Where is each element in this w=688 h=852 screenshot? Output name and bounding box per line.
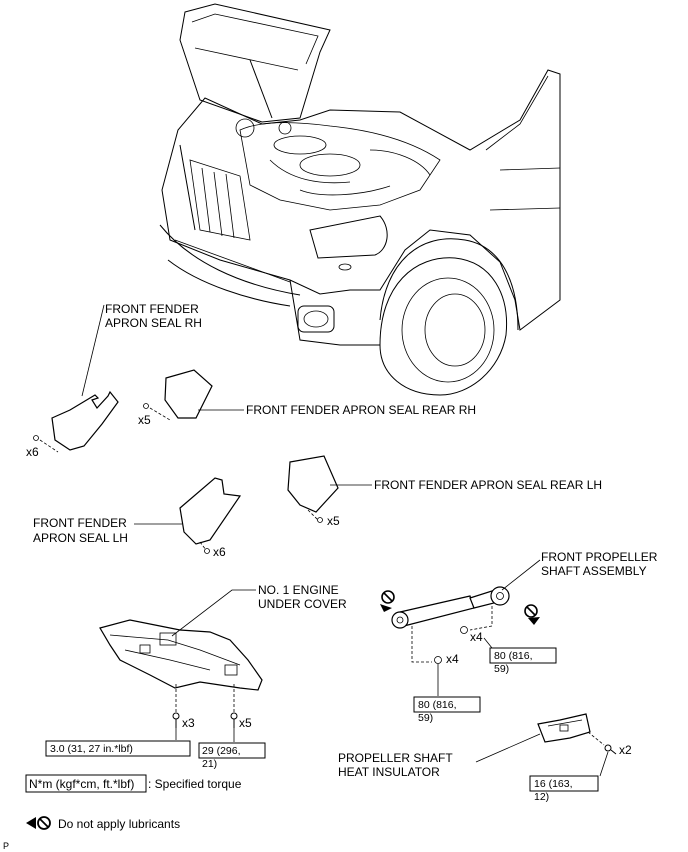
torque-box-under-cover-b: [198, 742, 266, 759]
qty-rear-lh: x5: [327, 514, 340, 528]
corner-mark: P: [3, 841, 9, 851]
legend-torque-desc: : Specified torque: [148, 777, 242, 791]
qty-shaft-a: x4: [446, 652, 459, 666]
label-fender-apron-seal-lh-line1: FRONT FENDER: [33, 516, 127, 530]
bolt-icon: [604, 744, 617, 755]
torque-box-shaft-a: [413, 696, 481, 713]
qty-shaft-b: x4: [470, 630, 483, 644]
torque-shaft-b-line2: 59): [494, 663, 509, 675]
label-propeller-shaft-line1: FRONT PROPELLER: [541, 550, 658, 564]
front-fender-apron-seal-rear-rh: FRONT FENDER APRON SEAL REAR RH x5: [138, 369, 476, 427]
no-lubricant-icon: [26, 816, 51, 830]
no-lubricant-icon: [380, 590, 395, 612]
torque-shaft-a-line1: 80 (816,: [418, 699, 457, 711]
torque-insulator-line1: 16 (163,: [534, 778, 573, 790]
legend-torque-box: [25, 774, 147, 793]
qty-insulator: x2: [619, 743, 632, 757]
qty-rh-seal: x6: [26, 445, 39, 459]
label-fender-apron-seal-rh-line1: FRONT FENDER: [105, 302, 199, 316]
torque-shaft-a-line2: 59): [418, 712, 433, 724]
label-engine-under-cover-line1: NO. 1 ENGINE: [258, 583, 339, 597]
torque-box-insulator: [529, 775, 599, 792]
legend: N*m (kgf*cm, ft.*lbf) : Specified torque…: [25, 774, 242, 831]
front-fender-apron-seal-rear-lh: FRONT FENDER APRON SEAL REAR LH x5: [287, 455, 602, 528]
engine-under-cover: NO. 1 ENGINE UNDER COVER x3 x5 3.0 (31, …: [45, 583, 347, 770]
label-fender-apron-seal-lh-line2: APRON SEAL LH: [33, 531, 128, 545]
torque-under-cover-b-line2: 21): [202, 758, 217, 770]
no-lubricant-icon: [524, 604, 540, 625]
label-fender-apron-seal-rear-rh: FRONT FENDER APRON SEAL REAR RH: [246, 403, 476, 417]
label-heat-insulator-line2: HEAT INSULATOR: [338, 765, 440, 779]
front-fender-apron-seal-lh: FRONT FENDER APRON SEAL LH x6: [33, 477, 242, 559]
label-fender-apron-seal-rear-lh: FRONT FENDER APRON SEAL REAR LH: [374, 478, 602, 492]
label-engine-under-cover-line2: UNDER COVER: [258, 597, 347, 611]
label-fender-apron-seal-rh-line2: APRON SEAL RH: [105, 316, 202, 330]
torque-insulator-line2: 12): [534, 791, 549, 803]
legend-lubricant-desc: Do not apply lubricants: [58, 817, 180, 831]
torque-box-under-cover-a: [45, 740, 191, 757]
front-fender-apron-seal-rh: FRONT FENDER APRON SEAL RH x6: [26, 302, 202, 459]
bolt-icon: [172, 712, 180, 728]
torque-under-cover-b-line1: 29 (296,: [202, 745, 241, 757]
torque-box-shaft-b: [489, 647, 557, 664]
bolt-icon: [230, 712, 238, 728]
vehicle-illustration: [159, 3, 561, 396]
label-heat-insulator-line1: PROPELLER SHAFT: [338, 751, 453, 765]
torque-shaft-b-line1: 80 (816,: [494, 650, 533, 662]
qty-under-cover-b: x5: [239, 716, 252, 730]
torque-under-cover-a: 3.0 (31, 27 in.*lbf): [50, 743, 133, 755]
qty-rear-rh: x5: [138, 413, 151, 427]
legend-torque-unit: N*m (kgf*cm, ft.*lbf): [29, 777, 134, 791]
front-propeller-shaft: FRONT PROPELLER SHAFT ASSEMBLY x4 x4 80 …: [380, 550, 658, 724]
propeller-heat-insulator: x2 PROPELLER SHAFT HEAT INSULATOR 16 (16…: [338, 713, 632, 803]
qty-lh-seal: x6: [213, 545, 226, 559]
qty-under-cover-a: x3: [182, 716, 195, 730]
label-propeller-shaft-line2: SHAFT ASSEMBLY: [541, 564, 647, 578]
